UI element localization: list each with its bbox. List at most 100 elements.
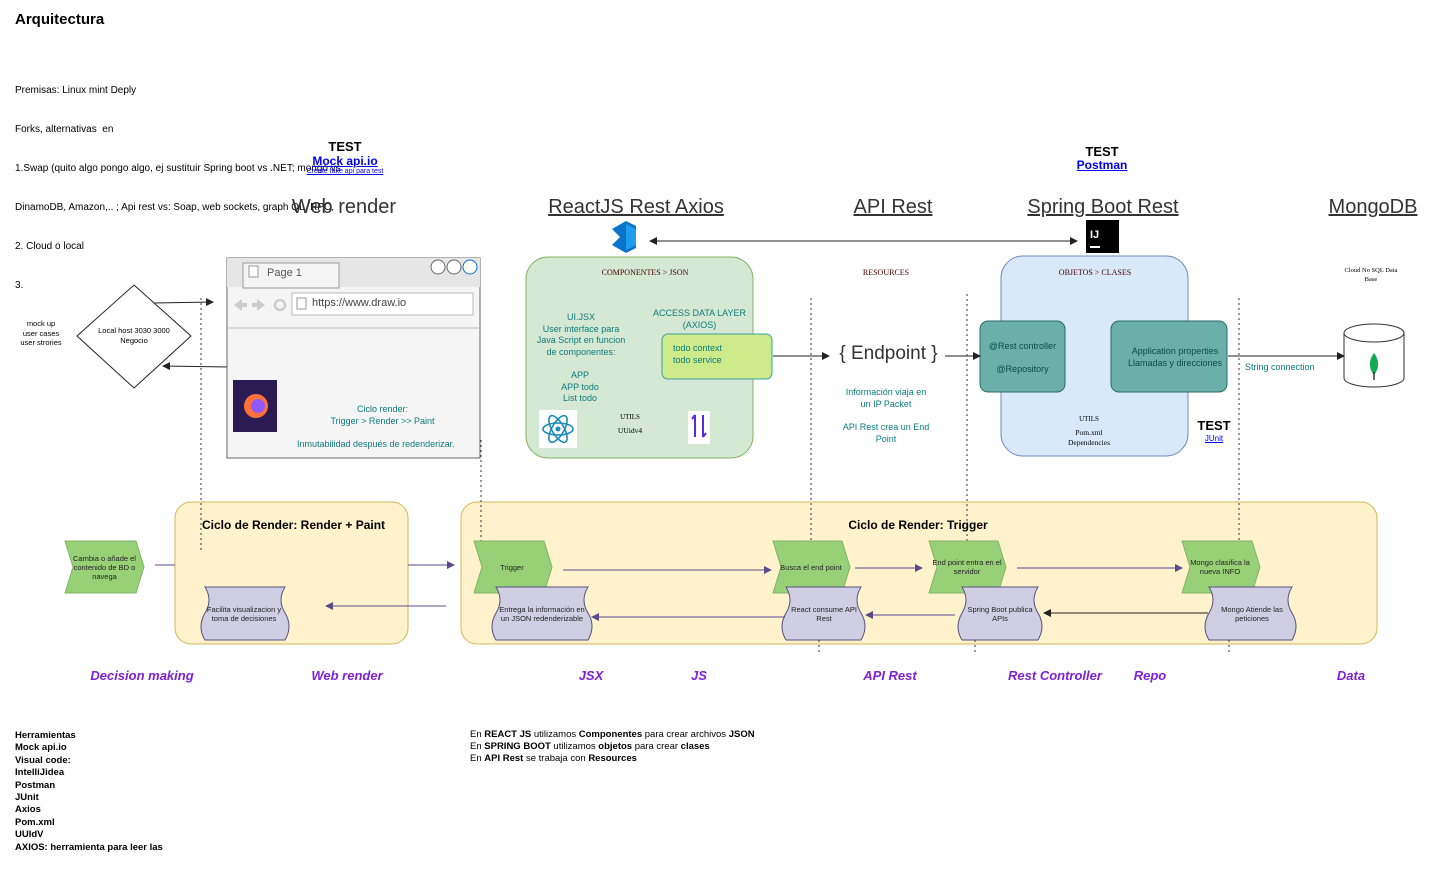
mongo-cloud-line: Base xyxy=(1364,276,1378,283)
label-decision-making: Decision making xyxy=(90,668,194,683)
react-app-line: List todo xyxy=(562,393,598,403)
scroll-react xyxy=(781,586,866,641)
cycle-right-title: Ciclo de Render: Trigger xyxy=(848,518,988,532)
mongo-cloud-line: Cloud No SQL Data xyxy=(1344,267,1398,274)
entrega-text: Entrega la información en un JSON redend… xyxy=(490,587,594,640)
mongo-chev-line: Mongo clasifica la xyxy=(1190,558,1250,567)
col-spring[interactable]: Spring Boot Rest xyxy=(1027,196,1179,218)
premisas-line: DinamoDB, Amazon,.. ; Api rest vs: Soap,… xyxy=(15,202,335,213)
react-app-line: APP xyxy=(570,370,589,380)
label-api-rest: API Rest xyxy=(863,668,917,683)
create-fake-api-link[interactable]: Create fake api para test xyxy=(306,168,384,175)
spring-publica-line: APIs xyxy=(992,613,1008,623)
api-crea-line: API Rest crea un End xyxy=(842,422,930,432)
premisas-line: Forks, alternativas en xyxy=(15,124,114,135)
todo-line: todo service xyxy=(673,354,722,365)
note-text: En xyxy=(470,729,485,740)
arrow-diamond-browser xyxy=(153,298,214,307)
note-bold: Resources xyxy=(588,753,637,764)
postman-link[interactable]: Postman xyxy=(1076,158,1128,172)
endpoint-line: End point entra en el xyxy=(932,558,1002,567)
scroll-entrega xyxy=(491,586,593,641)
react-consume-line: React consume API xyxy=(791,604,857,614)
diamond-label: Local host 3030 3000 Negocio xyxy=(87,326,181,346)
note-line: En SPRING BOOT utilizamos objetos para c… xyxy=(470,741,755,753)
cycle-left-title: Ciclo de Render: Render + Paint xyxy=(202,518,386,532)
cambia-line: navega xyxy=(92,571,117,581)
business-diamond xyxy=(76,284,192,389)
access-line: (AXIOS) xyxy=(682,319,717,330)
note-text: utilizamos xyxy=(531,729,579,740)
tools-list: Herramientas Mock api.io Visual code: In… xyxy=(15,730,163,854)
tools-item: Mock api.io xyxy=(15,742,67,754)
spring-publica-text: Spring Boot publica APIs xyxy=(958,587,1042,640)
actor-label: mock up user cases user strories xyxy=(10,319,72,348)
resources-label: RESOURCES xyxy=(862,268,910,277)
col-react[interactable]: ReactJS Rest Axios xyxy=(548,196,724,218)
label-data: Data xyxy=(1336,668,1366,683)
label-js: JS xyxy=(691,668,707,683)
props-line: Llamadas y direcciones xyxy=(1127,357,1223,368)
react-ui-line: UI.JSX xyxy=(566,312,595,322)
note-text: En xyxy=(470,741,485,752)
todo-box xyxy=(661,333,773,380)
uuid-label: UUidv4 xyxy=(617,426,643,435)
junit-link[interactable]: JUnit xyxy=(1204,434,1224,443)
ciclo-line: Trigger > Render >> Paint xyxy=(330,416,435,426)
browser-tab-label[interactable]: Page 1 xyxy=(267,267,302,279)
chevron-cambia xyxy=(64,540,145,594)
api-crea-text: API Rest crea un End Point xyxy=(830,421,942,445)
tools-item: JUnit xyxy=(15,792,39,804)
pom-text: Pom.xml Dependencies xyxy=(1050,428,1128,448)
col-api-rest[interactable]: API Rest xyxy=(853,196,933,218)
facilita-line: Facilita visualizacion y xyxy=(206,604,282,614)
diamond-line: Local host 3030 3000 xyxy=(98,326,170,335)
label-web-render: Web render xyxy=(311,668,383,683)
facilita-line: toma de decisiones xyxy=(211,613,277,623)
tools-item: Pom.xml xyxy=(15,816,55,828)
arrow-browser-diamond xyxy=(162,362,230,371)
cambia-line: contenido de BD o xyxy=(73,562,136,572)
note-bold: JSON xyxy=(728,729,755,740)
mock-api-link[interactable]: Mock api.io xyxy=(312,154,378,168)
col-web-render: Web render xyxy=(291,196,397,218)
react-ui-line: User interface para xyxy=(542,323,620,334)
entrega-line: Entrega la información en xyxy=(499,604,585,614)
note-line: En REACT JS utilizamos Componentes para … xyxy=(470,729,755,741)
browser-url[interactable]: https://www.draw.io xyxy=(312,297,407,309)
todo-text: todo context todo service xyxy=(673,343,722,366)
cambia-line: Cambia o añade el xyxy=(73,553,136,563)
app-properties-text: Application properties Llamadas y direcc… xyxy=(1111,346,1239,369)
tools-item: Axios xyxy=(15,804,41,816)
diamond-line: Negocio xyxy=(120,336,148,345)
premisas-line: 1.Swap (quito algo pongo algo, ej sustit… xyxy=(15,163,341,174)
note-text: En xyxy=(470,753,485,764)
note-bold: Componentes xyxy=(578,729,643,740)
mongodb-leaf-icon xyxy=(1344,324,1404,387)
premisas-text: Premisas: Linux mint Deply Forks, altern… xyxy=(15,58,341,305)
endpoint-line: servidor xyxy=(953,567,981,576)
access-data-layer: ACCESS DATA LAYER (AXIOS) xyxy=(642,308,757,331)
props-line: Application properties xyxy=(1131,346,1219,356)
firefox-icon xyxy=(233,380,277,432)
vscode-icon[interactable] xyxy=(608,221,638,253)
tools-item: Postman xyxy=(15,779,56,791)
browser-tab-shape xyxy=(242,262,340,289)
scroll-mongo xyxy=(1204,586,1297,641)
endpoint-label: { Endpoint } xyxy=(839,343,938,364)
intellij-icon[interactable] xyxy=(1086,220,1119,253)
react-atom-icon xyxy=(539,410,577,448)
axios-icon xyxy=(688,411,710,444)
react-utils: UTILS xyxy=(620,413,640,421)
actor-line: user cases xyxy=(22,328,60,338)
react-app-text: APP APP todo List todo xyxy=(550,370,610,405)
col-mongo[interactable]: MongoDB xyxy=(1328,196,1418,218)
react-app-line: APP todo xyxy=(561,381,599,392)
facilita-text: Facilita visualizacion y toma de decisio… xyxy=(198,587,290,640)
tools-item: UUIdV xyxy=(15,829,44,841)
trigger-text: Trigger xyxy=(500,562,524,572)
note-bold: objetos xyxy=(598,741,633,752)
mongo-cloud-text: Cloud No SQL Data Base xyxy=(1330,266,1412,284)
scroll-spring xyxy=(957,586,1043,641)
cambia-text: Cambia o añade el contenido de BD o nave… xyxy=(67,541,142,593)
